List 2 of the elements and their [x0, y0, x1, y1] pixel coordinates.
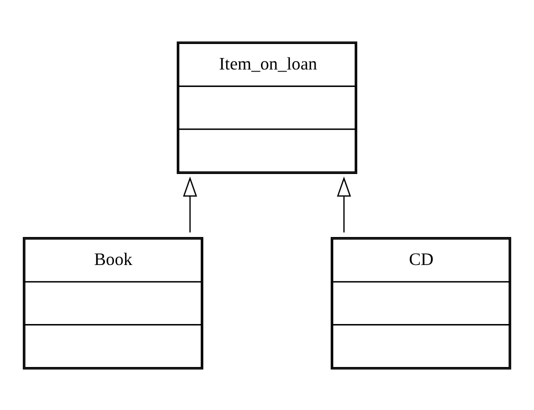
arrow — [336, 176, 352, 232]
arrow — [182, 176, 198, 232]
